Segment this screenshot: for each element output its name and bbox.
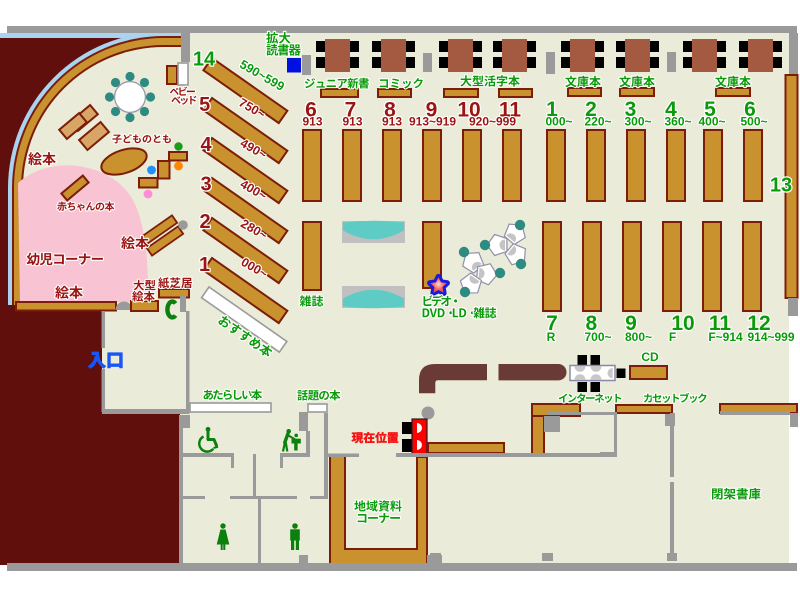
svg-text:913~919: 913~919	[409, 115, 456, 129]
svg-text:5: 5	[704, 98, 716, 121]
svg-text:6: 6	[305, 99, 317, 122]
svg-text:500~: 500~	[740, 115, 767, 129]
svg-text:220~: 220~	[584, 115, 611, 129]
svg-text:5: 5	[199, 94, 210, 116]
svg-text:11: 11	[709, 312, 732, 335]
svg-text:11: 11	[499, 99, 522, 122]
svg-text:914~999: 914~999	[747, 330, 794, 344]
svg-text:913: 913	[382, 115, 402, 129]
svg-text:R: R	[547, 330, 556, 344]
svg-text:7: 7	[546, 312, 558, 335]
svg-text:920~999: 920~999	[469, 115, 516, 129]
svg-text:2: 2	[199, 211, 210, 233]
svg-text:2: 2	[585, 98, 597, 121]
svg-text:400~: 400~	[698, 115, 725, 129]
svg-text:4: 4	[665, 98, 677, 121]
svg-text:10: 10	[457, 99, 480, 122]
svg-text:360~: 360~	[664, 115, 691, 129]
svg-text:8: 8	[384, 99, 396, 122]
svg-text:8: 8	[585, 312, 597, 335]
svg-text:CD: CD	[641, 350, 659, 364]
svg-text:300~: 300~	[624, 115, 651, 129]
svg-text:10: 10	[671, 312, 694, 335]
svg-text:13: 13	[770, 175, 792, 197]
svg-text:7: 7	[345, 99, 357, 122]
svg-text:3: 3	[200, 174, 211, 196]
svg-text:800~: 800~	[625, 330, 652, 344]
svg-text:913: 913	[342, 115, 362, 129]
svg-text:14: 14	[193, 49, 216, 71]
svg-text:F~914: F~914	[708, 330, 743, 344]
svg-text:6: 6	[744, 98, 756, 121]
svg-text:9: 9	[625, 312, 637, 335]
svg-text:700~: 700~	[584, 330, 611, 344]
svg-text:F: F	[669, 330, 676, 344]
svg-text:12: 12	[747, 312, 770, 335]
svg-text:4: 4	[200, 134, 212, 156]
svg-text:1: 1	[546, 98, 558, 121]
svg-text:3: 3	[625, 98, 637, 121]
svg-text:9: 9	[426, 99, 438, 122]
svg-text:000~: 000~	[545, 115, 572, 129]
svg-text:913: 913	[302, 115, 322, 129]
svg-text:1: 1	[199, 254, 210, 276]
